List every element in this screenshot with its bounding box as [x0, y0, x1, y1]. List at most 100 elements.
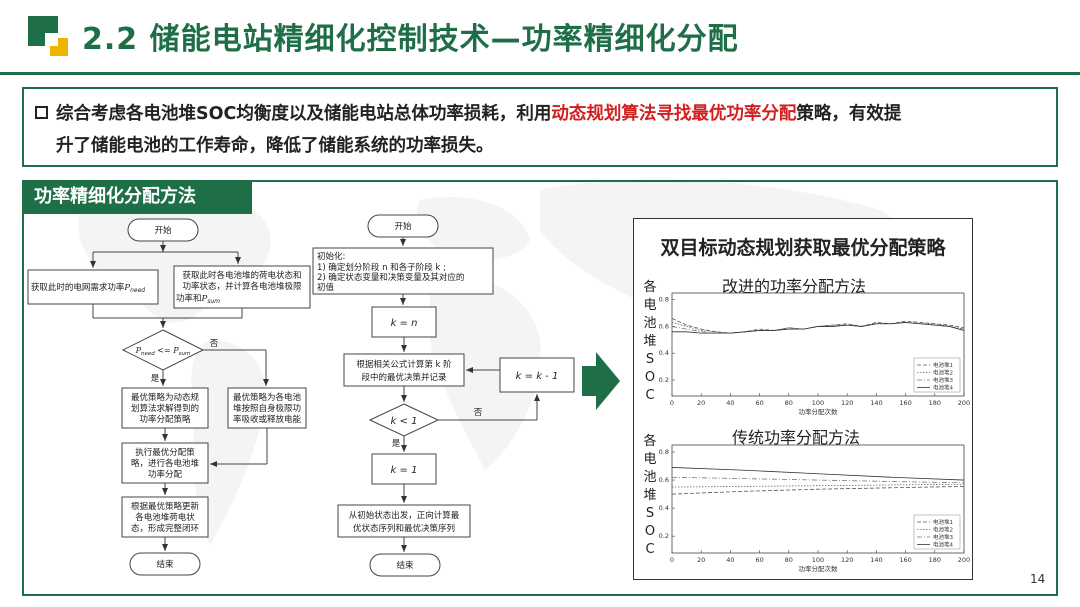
page-number: 14: [1030, 572, 1046, 586]
intro-text-a: 综合考虑各电池堆SOC均衡度以及储能电站总体功率损耗，利用: [56, 104, 552, 124]
flow1-cond-var: P: [135, 346, 142, 355]
chart1-ylabel-char: O: [644, 370, 656, 385]
flow2-end-terminal: [369, 553, 441, 577]
chart1-x-tick-label: 80: [785, 399, 793, 407]
flow1-limit-line1: 最优策略为各电池: [233, 392, 302, 403]
flow2-no-label: 否: [474, 408, 483, 418]
flow2-init-line4: 初值: [317, 282, 335, 293]
flow1-cond-sub1: need: [141, 351, 155, 357]
flow1-update-line1: 根据最优策略更新: [131, 501, 200, 512]
chart1-y-tick-label: 0.6: [659, 322, 669, 330]
chart1-x-tick-label: 120: [841, 399, 853, 407]
chart1-x-tick-label: 0: [670, 399, 674, 407]
flow2-yes-label: 是: [392, 439, 401, 449]
flow1-get-state-sub: sum: [207, 298, 220, 305]
header-logo-icon: [28, 16, 68, 56]
chart1-ylabel-char: 各: [643, 280, 657, 295]
flow2-init-line2: 1) 确定划分阶段 n 和各子阶段 k ;: [317, 262, 446, 273]
svg-text:获取此时的电网需求功率Pneed: 获取此时的电网需求功率Pneed: [31, 282, 145, 294]
flow2-k-eq-n-box: [371, 306, 437, 338]
flow2-calc-line2: 段中的最优决策并记录: [361, 372, 447, 383]
chart1-x-tick-label: 140: [870, 399, 882, 407]
flow2-calc-line1: 根据相关公式计算第 k 阶: [356, 359, 452, 370]
chart2-legend: [913, 514, 961, 550]
chart2-x-tick-label: 120: [841, 556, 853, 564]
flow1-update-box: [121, 496, 209, 538]
chart1-ylabel-char: 电: [643, 298, 657, 313]
flow1-cond-op: <= P: [155, 346, 179, 355]
square-bullet-icon: [35, 106, 48, 119]
chart2-x-tick-label: 100: [812, 556, 824, 564]
flow1-dp-strategy-box: [121, 387, 209, 429]
flow1-dp-line3: 功率分配策略: [139, 414, 191, 425]
flow1-get-state-var: P: [201, 294, 208, 304]
flow2-end-label: 结束: [396, 560, 414, 571]
chart2-legend-label: 电池堆4: [933, 541, 954, 549]
chart1-legend-label: 电池堆4: [933, 384, 954, 392]
chart2-legend-label: 电池堆2: [933, 526, 953, 534]
flow1-execute-box: [121, 442, 209, 484]
flow2-back-line2: 优状态序列和最优决策序列: [353, 523, 455, 534]
chart1-ylabel-char: S: [645, 352, 655, 367]
chart1-title: 改进的功率分配方法: [722, 277, 867, 296]
flow1-no-label: 否: [210, 339, 219, 349]
chart1-ylabel-char: 池: [643, 316, 657, 331]
chart1-legend-label: 电池堆2: [933, 369, 953, 377]
intro-text-b: 策略，有效提: [796, 104, 902, 124]
flow1-limit-line3: 率吸收或释放电能: [233, 414, 302, 425]
intro-text-highlight: 动态规划算法寻找最优功率分配: [551, 104, 797, 124]
flow1-end-terminal: [129, 552, 201, 576]
chart2-y-tick-label: 0.6: [659, 476, 669, 484]
chart1-y-tick-label: 0.8: [659, 296, 669, 304]
flow2-start-label: 开始: [394, 221, 412, 232]
chart1-legend-label: 电池堆1: [933, 361, 953, 369]
chart2-ylabel-char: 电: [643, 452, 657, 467]
flow1-get-state-line1: 获取此时各电池堆的荷电状态和: [182, 270, 301, 281]
result-title: 双目标动态规划获取最优分配策略: [660, 237, 946, 259]
flow1-dp-line2: 划算法求解得到的: [131, 403, 199, 414]
chart2-x-tick-label: 0: [670, 556, 674, 564]
flow1-get-demand-var: P: [123, 283, 130, 293]
chart2-series-line: [671, 483, 965, 488]
chart2-x-tick-label: 140: [870, 556, 882, 564]
chart2-title: 传统功率分配方法: [732, 428, 861, 447]
chart2-series-line: [671, 485, 965, 495]
header-divider: [0, 72, 1080, 75]
chart2-x-tick-label: 20: [697, 556, 705, 564]
flow1-get-state-box: [173, 265, 311, 309]
chart2-x-axis-label: 功率分配次数: [799, 564, 839, 573]
chart1-ylabel-char: 堆: [643, 334, 657, 349]
flow1-get-state-line3: 功率和: [176, 293, 202, 304]
right-arrow-icon: [582, 352, 620, 410]
chart1-x-tick-label: 20: [697, 399, 705, 407]
chart2-ylabel-char: 池: [643, 470, 657, 485]
chart1-x-tick-label: 40: [726, 399, 734, 407]
chart1-series-line: [672, 322, 965, 334]
flow2-back-line1: 从初始状态出发，正向计算最: [349, 510, 460, 521]
chart2-ylabel-char: S: [645, 506, 655, 521]
flow2-k-eq-1-label: k = 1: [391, 465, 418, 476]
flow2-cond-label: k < 1: [391, 416, 418, 427]
flow2-init-line1: 初始化:: [317, 251, 345, 262]
chart1-series-line: [671, 318, 965, 334]
flow1-end-label: 结束: [156, 559, 174, 570]
chart1-x-tick-label: 180: [929, 399, 941, 407]
flow1-limit-line2: 堆按照自身极限功: [233, 403, 301, 414]
flow2-calc-box: [343, 353, 465, 387]
flow1-cond-sub2: sum: [179, 351, 191, 357]
flow1-exec-line3: 功率分配: [148, 469, 183, 480]
flow2-init-box: [312, 247, 494, 295]
flow1-get-demand-box: [27, 269, 159, 305]
flow2-k-eq-n-label: k = n: [391, 318, 418, 329]
flow1-start-label: 开始: [154, 225, 172, 236]
chart2-series-line: [671, 476, 965, 484]
intro-box: 综合考虑各电池堆SOC均衡度以及储能电站总体功率损耗，利用动态规划算法寻找最优功…: [22, 87, 1058, 167]
chart2-ylabel-char: O: [644, 524, 656, 539]
flow1-get-demand-sub: need: [130, 287, 145, 294]
chart2-ylabel-char: 堆: [643, 488, 657, 503]
chart2-x-tick-label: 80: [785, 556, 793, 564]
chart2-y-tick-label: 0.2: [659, 532, 669, 540]
chart2-ylabel: 各 电 池 堆 S O C: [642, 433, 658, 559]
